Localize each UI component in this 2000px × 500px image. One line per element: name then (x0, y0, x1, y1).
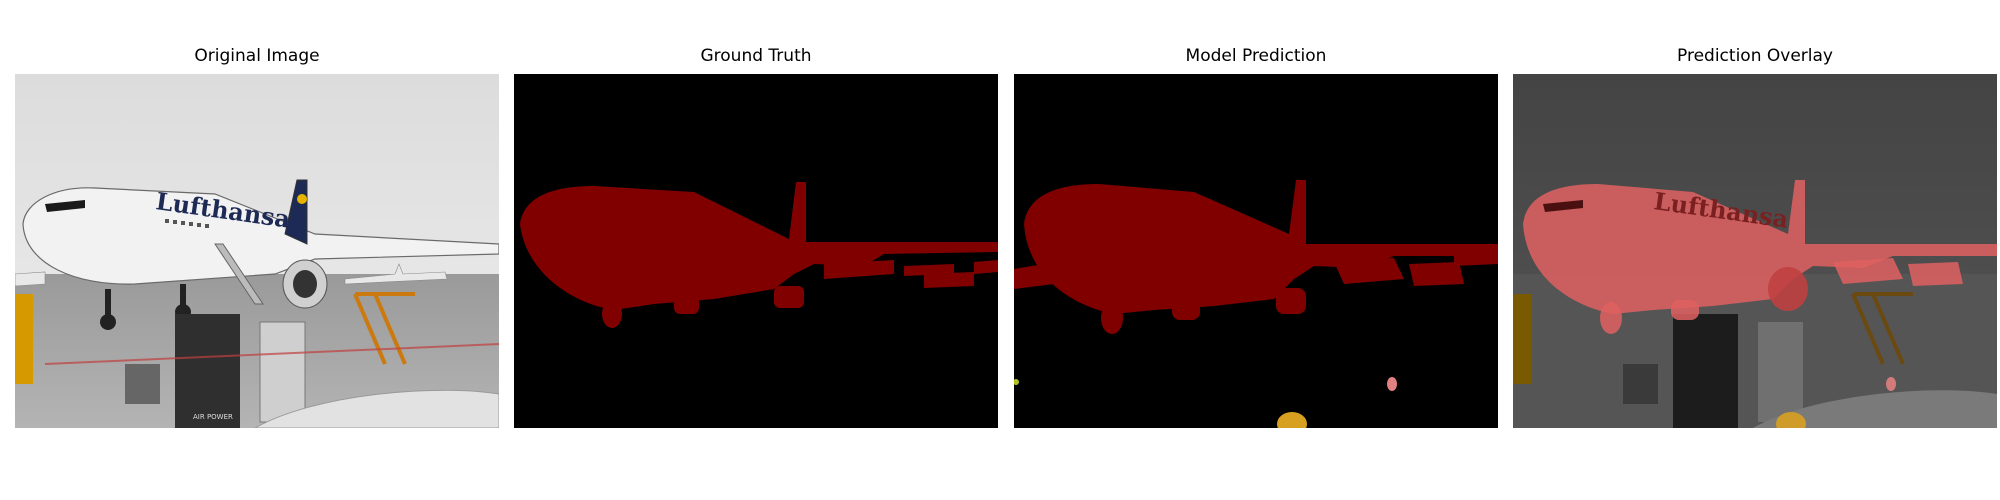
panel-title-model-prediction: Model Prediction (1185, 46, 1327, 66)
pred-green-dot (1014, 379, 1019, 385)
pred-yellow-blob (1277, 412, 1307, 428)
overlay-scene (1513, 292, 1997, 428)
pred-pink-blob (1387, 377, 1397, 391)
panel-original: Original Image Lufthansa (15, 0, 499, 500)
panel-prediction-overlay: Prediction Overlay Lufthans (1513, 0, 1997, 500)
pred-aircraft-region (1014, 180, 1498, 334)
panel-model-prediction: Model Prediction (1014, 0, 1498, 500)
overlay-aircraft: Lufthansa (1523, 180, 1997, 334)
panel-title-original: Original Image (194, 46, 320, 66)
overlay-yellow-blob (1776, 412, 1806, 428)
panel-ground-truth: Ground Truth (514, 0, 998, 500)
panel-title-prediction-overlay: Prediction Overlay (1677, 46, 1833, 66)
panel-title-ground-truth: Ground Truth (700, 46, 812, 66)
original-image: Lufthansa AIR POWER (15, 74, 499, 428)
model-prediction-mask (1014, 74, 1498, 428)
ground-equipment: AIR POWER (15, 243, 499, 428)
box-label: AIR POWER (193, 413, 233, 421)
prediction-overlay-image: Lufthansa (1513, 74, 1997, 428)
gt-aircraft-region (520, 182, 998, 328)
overlay-pink-blob (1886, 377, 1896, 391)
ground-truth-mask (514, 74, 998, 428)
